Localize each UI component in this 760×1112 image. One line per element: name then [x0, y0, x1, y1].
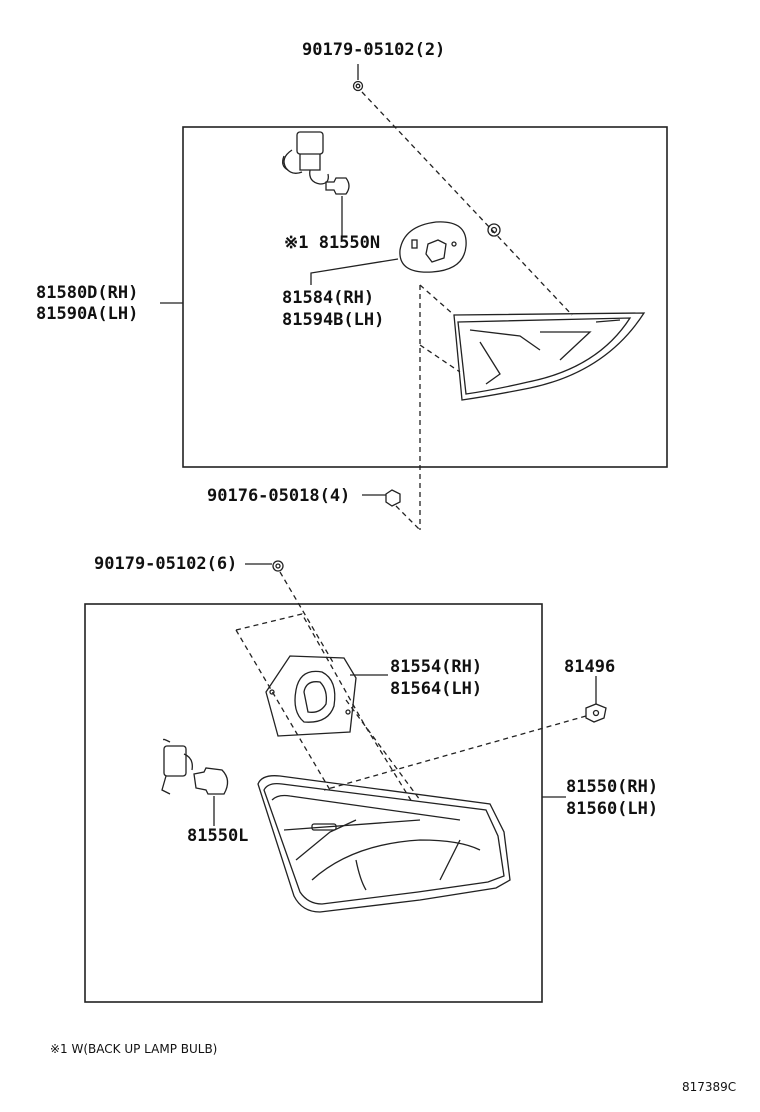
dashed-lower-3	[345, 699, 421, 801]
label-81584: 81584(RH)	[282, 288, 375, 308]
leader-81584	[310, 258, 399, 285]
gasket-81584-icon	[399, 221, 467, 273]
lamp-outer-lower-icon	[257, 775, 511, 913]
lamp-inner-upper-icon	[453, 312, 646, 401]
label-90179-top: 90179-05102(2)	[302, 40, 446, 60]
dashed-nut-90176	[395, 505, 421, 531]
label-81554: 81554(RH)	[390, 657, 483, 677]
label-81550L: 81550L	[187, 826, 249, 846]
footnote: ※1 W(BACK UP LAMP BULB)	[50, 1042, 218, 1056]
clip-upper-icon	[487, 223, 501, 237]
label-90179-mid: 90179-05102(6)	[94, 554, 238, 574]
bulb-81550N-icon	[325, 177, 350, 195]
nut-90176-icon	[385, 489, 401, 507]
label-81580D: 81580D(RH)	[36, 283, 139, 303]
upper-assembly-frame	[182, 126, 668, 468]
dashed-line-top-screw	[361, 91, 573, 316]
label-81594B: 81594B(LH)	[282, 310, 385, 330]
label-81496: 81496	[564, 657, 616, 677]
label-81590A: 81590A(LH)	[36, 304, 139, 324]
socket-lower-icon	[161, 738, 193, 795]
diagram-code: 817389C	[682, 1080, 737, 1094]
label-81560: 81560(LH)	[566, 799, 659, 819]
socket-upper-icon	[282, 131, 329, 185]
label-81564: 81564(LH)	[390, 679, 483, 699]
clip-81496-icon	[585, 703, 607, 723]
lower-assembly-frame	[84, 603, 543, 1003]
screw-90179-top-icon	[352, 80, 364, 92]
dashed-clip-81496	[323, 715, 587, 791]
dashed-upper-1	[419, 284, 455, 316]
label-90176: 90176-05018(4)	[207, 486, 351, 506]
label-81550N: ※1 81550N	[284, 233, 381, 253]
bulb-81550L-icon	[193, 767, 229, 795]
label-81550: 81550(RH)	[566, 777, 659, 797]
dashed-upper-2	[419, 344, 461, 373]
screw-90179-mid-icon	[272, 560, 284, 572]
dashed-lower-2	[235, 629, 331, 791]
dashed-screw-mid	[279, 571, 335, 665]
dashed-outline-lower	[235, 613, 413, 803]
gasket-81554-icon	[265, 655, 357, 737]
